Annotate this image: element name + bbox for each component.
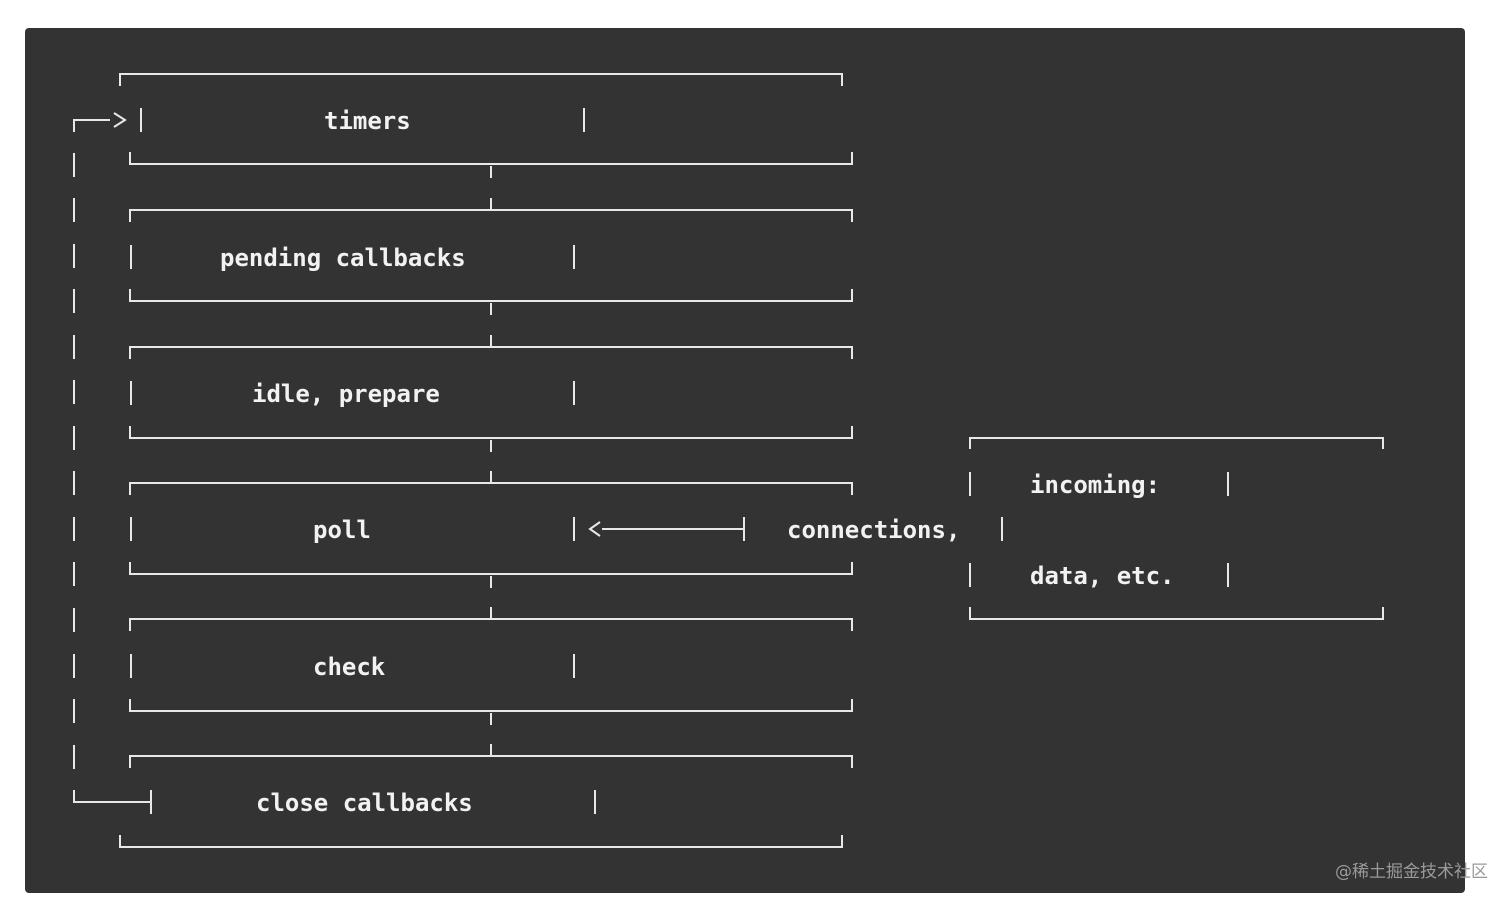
timers-box — [119, 73, 853, 165]
close-callbacks-box — [119, 755, 853, 848]
pending-callbacks-box — [129, 209, 853, 302]
phase-poll: poll — [313, 516, 371, 544]
incoming-line-2: connections, — [787, 516, 961, 544]
phase-idle-prepare: idle, prepare — [252, 380, 440, 408]
phase-check: check — [313, 653, 386, 681]
incoming-arrow — [588, 517, 745, 541]
incoming-line-3: data, etc. — [1030, 562, 1175, 590]
phase-close-callbacks: close callbacks — [256, 789, 473, 817]
watermark: @稀土掘金技术社区 — [1335, 862, 1488, 882]
poll-box — [129, 482, 853, 575]
incoming-box — [969, 437, 1384, 620]
idle-prepare-box — [129, 346, 853, 439]
check-box — [129, 618, 853, 712]
phase-pending-callbacks: pending callbacks — [220, 244, 466, 272]
loop-back-arrow — [73, 112, 152, 812]
diagram-panel — [25, 28, 1465, 893]
incoming-line-1: incoming: — [1030, 471, 1161, 499]
phase-timers: timers — [324, 107, 411, 135]
